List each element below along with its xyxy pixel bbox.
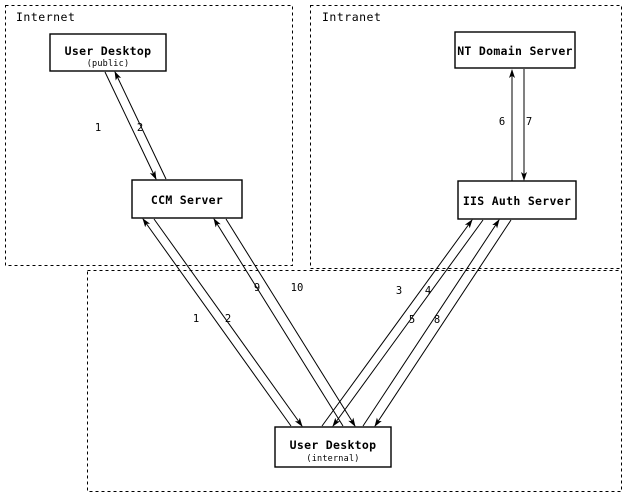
- node-user-desktop-internal-title: User Desktop: [290, 438, 377, 452]
- node-user-desktop-public-title: User Desktop: [65, 44, 152, 58]
- flow-iis-nt-domain: 6 7: [499, 69, 532, 181]
- flow-line-step-8: [374, 219, 512, 427]
- flow-label-step-1-internal: 1: [193, 313, 199, 325]
- zone-internet: Internet: [5, 5, 293, 266]
- flow-line-step-3: [321, 219, 473, 427]
- zone-intranet: Intranet: [310, 5, 622, 269]
- flow-label-step-9: 9: [254, 282, 260, 294]
- node-user-desktop-internal-box[interactable]: [274, 426, 392, 468]
- flow-label-step-7: 7: [526, 116, 532, 128]
- node-ccm-server-box[interactable]: [131, 179, 243, 219]
- node-iis-auth-server[interactable]: IIS Auth Server: [457, 180, 577, 220]
- flow-line-step-1-internal: [142, 218, 292, 427]
- flow-internal-desktop-iis-a: 3 4: [321, 219, 484, 427]
- flow-line-step-2-public: [114, 71, 167, 180]
- flow-label-step-10: 10: [291, 282, 304, 294]
- node-user-desktop-internal-subtitle: (internal): [306, 454, 359, 464]
- zone-internet-label: Internet: [16, 10, 75, 24]
- flow-label-step-6: 6: [499, 116, 505, 128]
- flow-line-step-5: [362, 219, 500, 427]
- flow-public-desktop-ccm: 1 2: [95, 71, 167, 180]
- node-nt-domain-server[interactable]: NT Domain Server: [454, 31, 576, 69]
- node-user-desktop-public-subtitle: (public): [87, 59, 130, 69]
- flow-label-step-2-internal: 2: [225, 313, 231, 325]
- flow-label-step-5: 5: [409, 314, 415, 326]
- flow-line-step-10: [225, 218, 356, 427]
- node-iis-auth-server-title: IIS Auth Server: [463, 194, 571, 208]
- node-user-desktop-public[interactable]: User Desktop (public): [49, 33, 167, 72]
- flow-label-step-8: 8: [434, 314, 440, 326]
- node-nt-domain-server-title: NT Domain Server: [457, 44, 573, 58]
- flow-label-step-1-public: 1: [95, 122, 101, 134]
- flow-ccm-internal-desktop: 1 2: [142, 218, 303, 427]
- flow-label-step-2-public: 2: [137, 122, 143, 134]
- flow-line-step-4: [332, 219, 484, 427]
- zone-internet-boundary: [5, 5, 293, 266]
- zone-intranet-boundary: [310, 5, 622, 269]
- zone-intranet-label: Intranet: [322, 10, 381, 24]
- node-ccm-server[interactable]: CCM Server: [131, 179, 243, 219]
- flow-line-step-2-internal: [153, 218, 303, 427]
- zone-internal-network: [87, 270, 622, 492]
- flow-line-step-1-public: [104, 71, 157, 180]
- node-nt-domain-server-box[interactable]: [454, 31, 576, 69]
- flow-ccm-internal-desktop-late: 9 10: [213, 218, 356, 427]
- node-user-desktop-internal[interactable]: User Desktop (internal): [274, 426, 392, 468]
- node-user-desktop-public-box[interactable]: [49, 33, 167, 72]
- node-ccm-server-title: CCM Server: [151, 193, 223, 207]
- node-iis-auth-server-box[interactable]: [457, 180, 577, 220]
- zone-internal-boundary: [87, 270, 622, 492]
- flow-line-step-9: [213, 218, 344, 427]
- flow-internal-desktop-iis-b: 5 8: [362, 219, 512, 427]
- flow-label-step-4: 4: [425, 285, 431, 297]
- flow-label-step-3: 3: [396, 285, 402, 297]
